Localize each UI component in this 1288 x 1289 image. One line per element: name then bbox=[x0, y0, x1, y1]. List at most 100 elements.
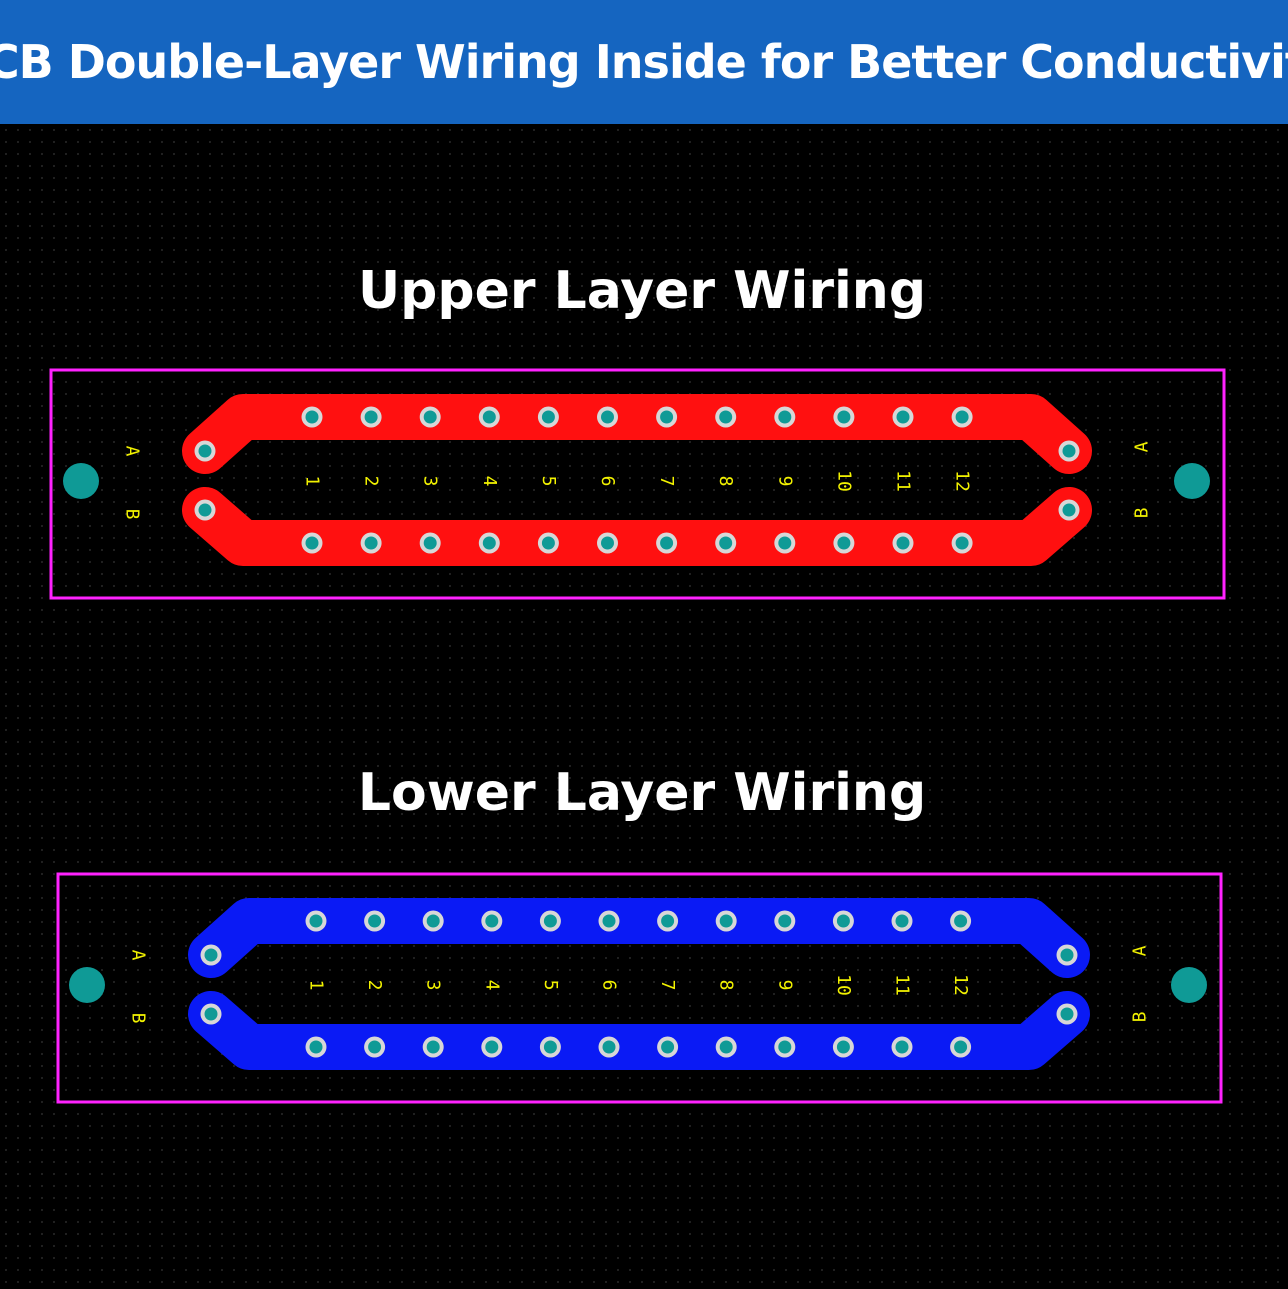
lower-pin-label-2: 2 bbox=[364, 980, 385, 991]
upper-pin-label-6: 6 bbox=[597, 476, 618, 487]
upper-pad-top-6-center bbox=[601, 410, 614, 424]
upper-board-outline bbox=[49, 368, 1226, 600]
lower-pin-label-3: 3 bbox=[423, 980, 444, 991]
upper-pad-bottom-5-center bbox=[541, 536, 555, 550]
lower-pad-top-2-center bbox=[368, 914, 382, 928]
lower-label-right-a: A bbox=[1130, 945, 1151, 956]
lower-pad-right-b-center bbox=[1060, 1007, 1074, 1021]
lower-pad-top-9-center bbox=[778, 914, 792, 928]
upper-label-right-a: A bbox=[1132, 441, 1153, 452]
upper-pad-bottom-10-center bbox=[837, 536, 851, 550]
lower-pad-bottom-6-center bbox=[602, 1040, 616, 1054]
upper-pad-bottom-11-center bbox=[896, 536, 910, 550]
upper-pad-top-11-center bbox=[896, 410, 910, 424]
lower-trace-b bbox=[188, 991, 1090, 1070]
upper-pad-right-b-center bbox=[1062, 503, 1076, 517]
lower-pad-bottom-1-center bbox=[309, 1040, 323, 1054]
lower-pad-bottom-5-center bbox=[543, 1040, 557, 1054]
lower-pad-top-6-center bbox=[602, 914, 616, 928]
upper-pad-bottom-7-center bbox=[660, 536, 674, 550]
upper-pad-bottom-12-center bbox=[955, 536, 969, 550]
upper-pin-label-9: 9 bbox=[774, 476, 795, 487]
lower-pad-bottom-7-center bbox=[661, 1040, 675, 1054]
lower-pin-label-10: 10 bbox=[833, 974, 854, 996]
lower-pad-bottom-10-center bbox=[836, 1040, 850, 1054]
lower-pin-label-11: 11 bbox=[892, 974, 913, 996]
lower-pad-top-4-center bbox=[485, 914, 499, 928]
upper-pad-bottom-8-center bbox=[719, 536, 733, 550]
lower-pad-bottom-3-center bbox=[426, 1040, 440, 1054]
lower-mount-hole-left bbox=[69, 967, 105, 1003]
upper-pin-label-7: 7 bbox=[656, 476, 677, 487]
lower-pad-bottom-4-center bbox=[485, 1040, 499, 1054]
lower-pin-label-9: 9 bbox=[774, 980, 795, 991]
lower-pin-label-7: 7 bbox=[657, 980, 678, 991]
upper-mount-hole-left bbox=[63, 463, 99, 499]
lower-label-left-a: A bbox=[128, 950, 149, 961]
upper-trace-a bbox=[182, 394, 1092, 474]
upper-pad-top-7-center bbox=[660, 410, 674, 424]
lower-pin-label-5: 5 bbox=[540, 980, 561, 991]
upper-pad-top-10-center bbox=[837, 410, 851, 424]
upper-pad-top-1-center bbox=[305, 410, 319, 424]
upper-pad-top-4-center bbox=[482, 410, 496, 424]
lower-pad-top-8-center bbox=[719, 914, 733, 928]
lower-pad-bottom-9-center bbox=[778, 1040, 792, 1054]
lower-mount-hole-right bbox=[1171, 967, 1207, 1003]
lower-pad-bottom-2-center bbox=[368, 1040, 382, 1054]
lower-pad-left-a-center bbox=[204, 948, 218, 962]
title-banner: PCB Double-Layer Wiring Inside for Bette… bbox=[0, 0, 1288, 124]
lower-pad-bottom-12-center bbox=[954, 1040, 968, 1054]
lower-heading: Lower Layer Wiring bbox=[358, 763, 926, 823]
upper-pad-top-9-center bbox=[778, 410, 792, 424]
lower-label-left-b: B bbox=[128, 1013, 149, 1024]
banner-title: PCB Double-Layer Wiring Inside for Bette… bbox=[0, 35, 1288, 89]
upper-pin-label-8: 8 bbox=[715, 476, 736, 487]
upper-trace-b bbox=[182, 487, 1092, 566]
lower-pad-top-3-center bbox=[426, 914, 440, 928]
upper-pad-right-a-center bbox=[1062, 444, 1076, 458]
lower-pin-label-6: 6 bbox=[599, 980, 620, 991]
upper-pin-label-5: 5 bbox=[538, 476, 559, 487]
upper-pin-label-1: 1 bbox=[302, 476, 323, 487]
lower-pad-left-b-center bbox=[204, 1007, 218, 1021]
upper-pad-left-a-center bbox=[198, 444, 212, 458]
lower-pad-right-a-center bbox=[1060, 948, 1074, 962]
upper-pad-bottom-1-center bbox=[305, 536, 319, 550]
upper-pin-label-4: 4 bbox=[479, 476, 500, 487]
upper-pad-top-3-center bbox=[423, 410, 437, 424]
lower-pad-top-5-center bbox=[543, 914, 557, 928]
lower-label-right-b: B bbox=[1130, 1012, 1151, 1023]
upper-pad-top-12-center bbox=[955, 410, 969, 424]
upper-pin-label-11: 11 bbox=[893, 470, 914, 492]
upper-pad-bottom-4-center bbox=[482, 536, 496, 550]
lower-pad-bottom-11-center bbox=[895, 1040, 909, 1054]
lower-board-outline bbox=[56, 872, 1223, 1104]
upper-heading: Upper Layer Wiring bbox=[358, 261, 926, 321]
upper-pad-bottom-9-center bbox=[778, 536, 792, 550]
upper-pad-top-8-center bbox=[719, 410, 733, 424]
lower-trace-a bbox=[188, 898, 1090, 978]
lower-pin-label-8: 8 bbox=[716, 980, 737, 991]
upper-label-left-a: A bbox=[122, 446, 143, 457]
upper-pad-top-5-center bbox=[541, 410, 555, 424]
upper-pin-label-10: 10 bbox=[833, 470, 854, 492]
upper-pin-label-2: 2 bbox=[361, 476, 382, 487]
upper-pin-label-3: 3 bbox=[420, 476, 441, 487]
lower-pin-label-4: 4 bbox=[481, 980, 502, 991]
lower-pad-top-1-center bbox=[309, 914, 323, 928]
upper-label-right-b: B bbox=[1132, 508, 1153, 519]
lower-pad-top-12-center bbox=[954, 914, 968, 928]
upper-pad-bottom-6-center bbox=[601, 536, 614, 550]
lower-pad-top-11-center bbox=[895, 914, 909, 928]
upper-pad-bottom-2-center bbox=[364, 536, 378, 550]
lower-pad-bottom-8-center bbox=[719, 1040, 733, 1054]
lower-pin-label-1: 1 bbox=[306, 980, 327, 991]
board-area bbox=[0, 124, 1288, 1289]
lower-pin-label-12: 12 bbox=[950, 974, 971, 996]
upper-pad-top-2-center bbox=[364, 410, 378, 424]
lower-pad-top-10-center bbox=[836, 914, 850, 928]
